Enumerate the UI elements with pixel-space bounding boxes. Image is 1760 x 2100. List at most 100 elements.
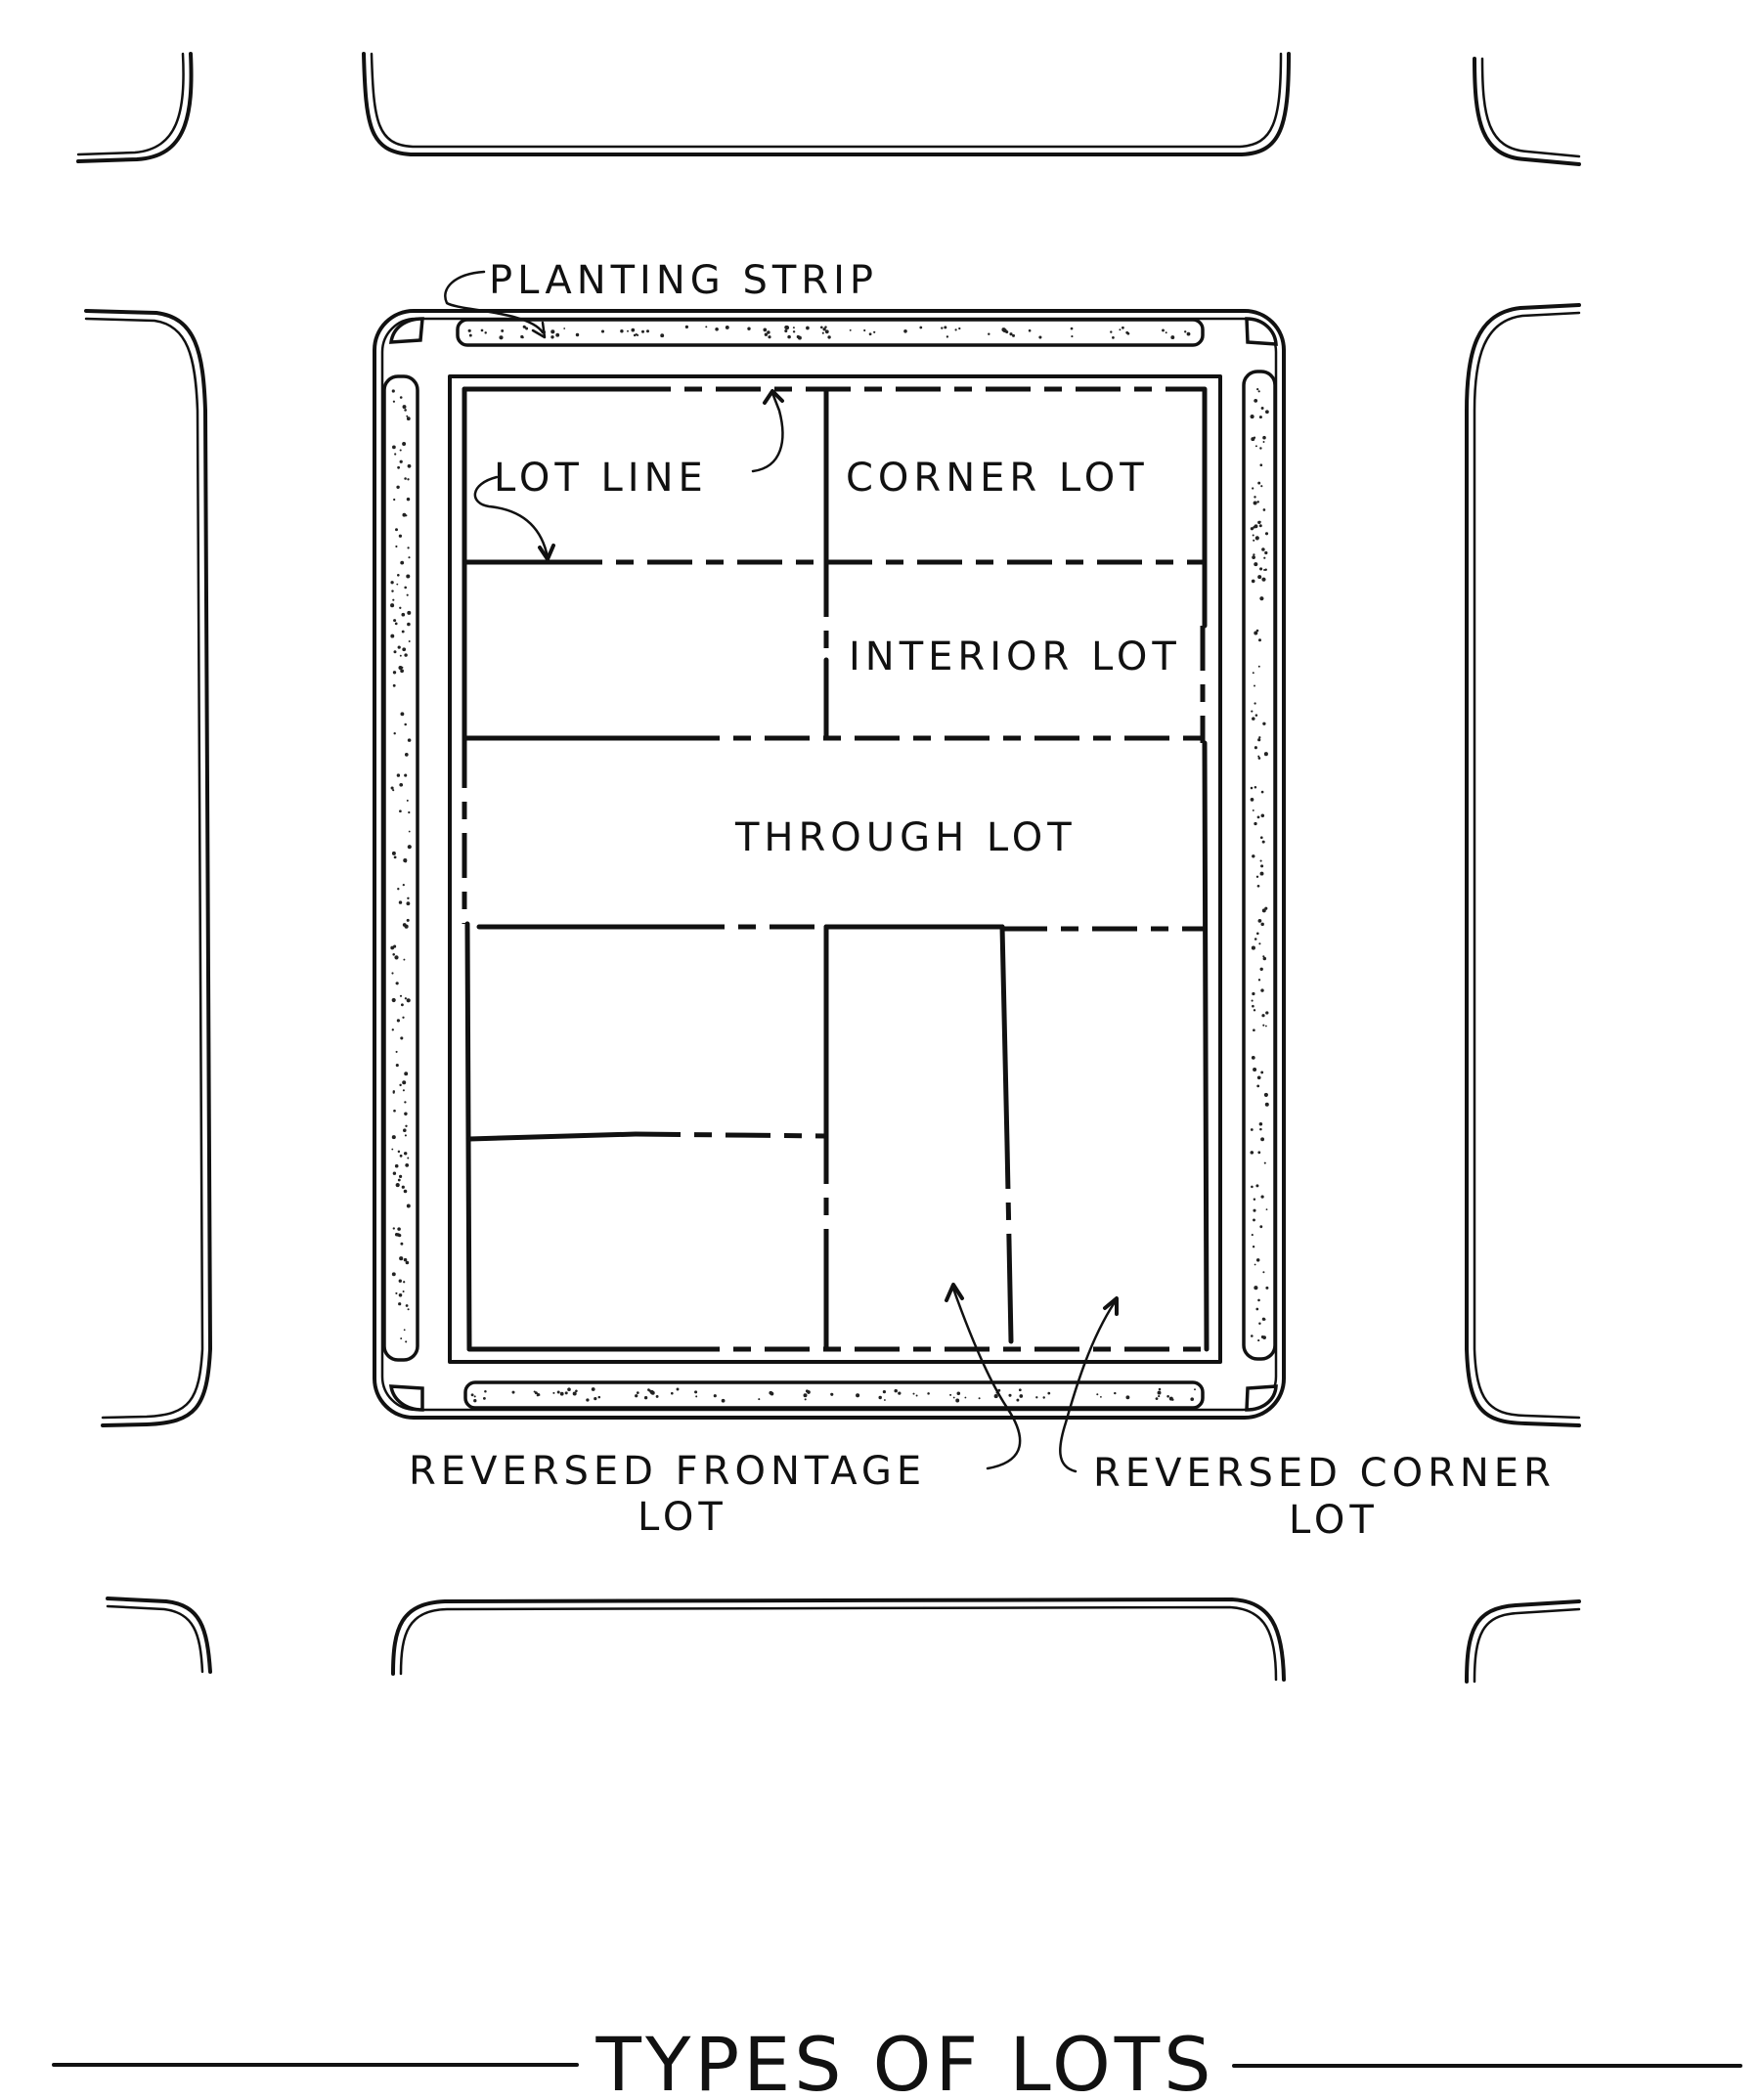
stipple-dot [1264,1102,1269,1107]
planting-strip-left [382,374,419,1362]
lot-lines [462,386,1210,1352]
stipple-dot [694,1390,698,1394]
stipple-dot [396,773,401,777]
stipple-dot [797,335,802,340]
stipple-dot [919,326,923,329]
curb-middle-left-inner [84,317,204,1420]
stipple-dot [399,1154,403,1158]
stipple-dot [1261,840,1265,844]
stipple-dot [392,789,395,792]
stipple-dot [1112,336,1115,339]
stipple-dot [398,1293,403,1297]
stipple-dot [868,332,872,336]
stipple-dot [1047,1391,1051,1395]
stipple-dot [1265,1208,1268,1210]
stipple-dot [898,1391,902,1395]
stipple-dot [404,1134,407,1137]
stipple-dot [1165,331,1167,334]
stipple-dot [391,389,395,393]
planting-strip-leader [444,270,545,334]
stipple-dot [392,598,395,601]
stipple-dot [1252,717,1255,721]
stipple-dot [406,415,409,417]
stipple-dot [768,335,771,339]
stipple-dot [404,773,408,777]
stipple-dot [406,918,410,922]
stipple-dot [1262,1024,1265,1027]
stipple-dot [1260,407,1264,410]
stipple-dot [400,560,405,565]
stipple-dot [399,1256,404,1261]
stipple-dot [398,665,403,671]
stipple-dot [660,333,665,338]
stipple-dot [1259,836,1263,840]
stipple-dot [1254,1286,1258,1291]
stipple-dot [1070,327,1074,330]
stipple-dot [521,335,524,339]
lot-line-lower-left-split [466,1131,638,1142]
stipple-dot [397,1178,401,1182]
stipple-dot [396,583,399,586]
stipple-dot [1257,757,1261,760]
curb-top-left-inner [76,52,185,156]
stipple-dot [637,333,639,336]
reversed-corner-label-line2: LOT [1289,1498,1379,1543]
stipple-dot [550,329,555,334]
stipple-dot [398,534,403,538]
stipple-dot [784,325,789,329]
stipple-dot [827,335,831,339]
stipple-dot [1255,1258,1260,1262]
corner-lot-label: CORNER LOT [846,456,1149,501]
stipple-dot [403,858,408,863]
planting-strip-label: PLANTING STRIP [489,258,878,303]
stipple-dot [555,332,560,337]
stipple-dot [403,1329,406,1332]
stipple-dot [1264,550,1268,555]
stipple-dot [1257,1298,1260,1302]
stipple-dot [400,1242,404,1246]
stipple-dot [1256,815,1260,819]
stipple-dot [402,1290,405,1293]
stipple-dot [1258,638,1261,642]
stipple-dot [404,1101,407,1104]
stipple-dot [1256,387,1259,391]
stipple-dot [633,333,637,337]
stipple-dot [1257,1339,1260,1342]
stipple-dot [1256,884,1260,888]
curb-top-right [1473,57,1581,166]
stipple-dot [394,453,397,456]
stipple-dot [1253,436,1256,439]
stipple-dot [394,1232,399,1237]
stipple-dot [399,782,404,787]
lot-line-lower-left-split-dash [635,1131,827,1139]
stipple-dot [955,1398,960,1403]
stipple-dot [405,1163,410,1167]
stipple-dot [1256,1075,1261,1080]
stipple-dot [1028,328,1032,332]
stipple-dot [1251,1185,1254,1189]
stipple-dot [1252,1246,1255,1248]
stipple-dot [501,328,505,332]
stipple-dot [404,586,408,590]
stipple-dot [1009,332,1013,336]
stipple-dot [912,1392,915,1395]
stipple-dot [575,332,580,337]
stipple-dot [564,1391,568,1395]
stipple-dot [803,1393,808,1398]
stipple-dot [993,1394,998,1399]
stipple-dot [400,669,404,674]
stipple-dot [467,328,471,332]
stipple-dot [1187,332,1190,335]
stipple-dot [1252,854,1255,858]
stipple-dot [1257,390,1260,393]
stipple-dot [1259,1225,1263,1229]
stipple-dot [1005,329,1009,334]
stipple-dot [946,335,949,338]
stipple-dot [399,1083,402,1087]
stipple-dot [1252,991,1255,996]
stipple-dot [394,955,399,960]
stipple-dot [767,330,770,334]
stipple-dot [408,830,411,833]
stipple-dot [640,329,645,333]
stipple-dot [1257,1151,1261,1155]
